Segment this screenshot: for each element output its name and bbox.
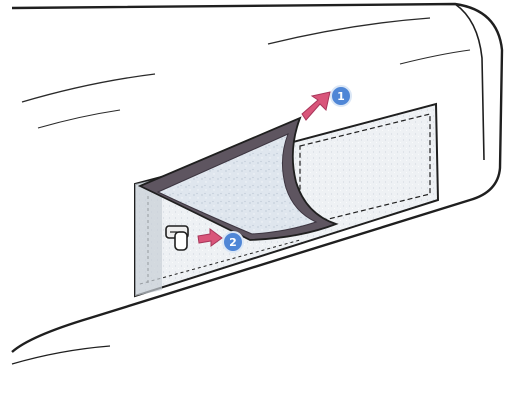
step-badge-1-label: 1 xyxy=(337,90,345,103)
cushion-sketch-line xyxy=(267,17,431,45)
cushion-inner-edge xyxy=(454,3,485,161)
dashed-zipper-line xyxy=(139,239,301,285)
step-badge-2-label: 2 xyxy=(229,236,237,249)
step-badge-2: 2 xyxy=(222,231,244,253)
arrow-icon-step-2 xyxy=(197,228,223,247)
pocket-shadow xyxy=(135,178,162,296)
arrow-icon-step-1 xyxy=(301,91,331,121)
dashed-zipper-channel xyxy=(299,113,431,227)
cushion-body xyxy=(11,2,504,365)
cover-flap xyxy=(137,116,339,241)
cushion-sketch-line xyxy=(37,109,121,129)
flap-inner-fabric xyxy=(156,133,318,235)
cushion-outline xyxy=(11,2,504,353)
cushion-sketch-line xyxy=(399,49,471,65)
cushion-sketch-line xyxy=(21,73,156,103)
zipper-pull-icon xyxy=(165,225,189,251)
step-badge-1: 1 xyxy=(330,85,352,107)
cushion-bottom-seam xyxy=(11,345,111,365)
